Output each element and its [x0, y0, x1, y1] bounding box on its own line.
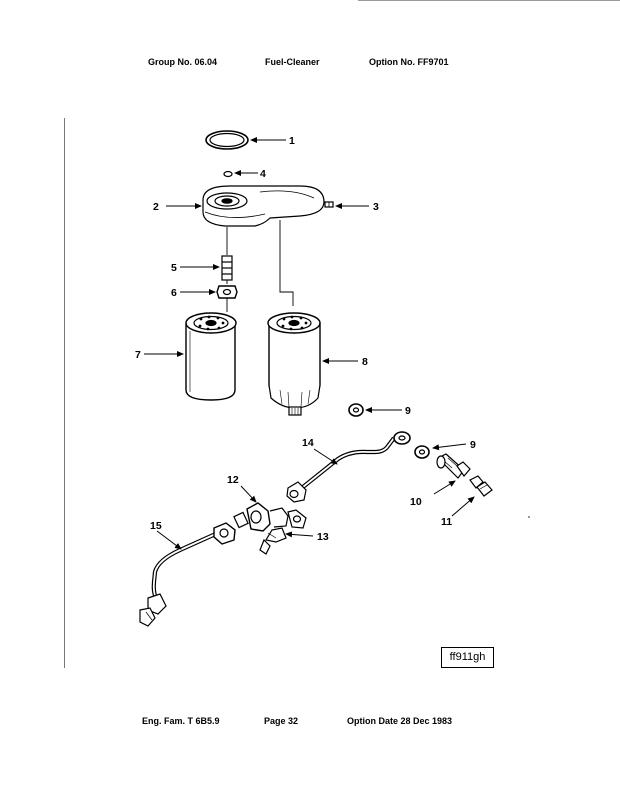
callout-1: 1 [289, 135, 295, 147]
callout-7: 7 [135, 349, 141, 361]
elbow-connector-part [233, 502, 289, 532]
bleed-screw-part [469, 475, 493, 497]
callout-2: 2 [153, 201, 159, 213]
fuel-pipe-part [286, 431, 411, 503]
nut-part [216, 285, 238, 299]
plug-part [324, 201, 334, 208]
callout-labels: 1 2 3 4 5 6 7 8 9 9 10 11 12 13 14 15 [135, 135, 476, 543]
scan-speck [528, 516, 530, 518]
margin-rule [64, 118, 65, 668]
callout-10: 10 [410, 496, 422, 508]
callout-8: 8 [362, 356, 368, 368]
callout-3: 3 [373, 201, 379, 213]
section-title: Fuel-Cleaner [265, 57, 320, 67]
nipple-part [221, 255, 233, 281]
top-rule [358, 0, 620, 1]
engine-family: Eng. Fam. T 6B5.9 [142, 716, 220, 726]
callout-leaders [144, 137, 475, 550]
fuel-line-part [139, 522, 236, 627]
option-date: Option Date 28 Dec 1983 [347, 716, 453, 726]
callout-9-lower: 9 [470, 439, 476, 451]
fitting-part [436, 453, 471, 479]
callout-13: 13 [317, 531, 329, 543]
callout-6: 6 [171, 287, 177, 299]
page-number: Page 32 [264, 716, 299, 726]
group-number: Group No. 06.04 [148, 57, 218, 67]
callout-9-upper: 9 [405, 405, 411, 417]
filter-head-part [202, 185, 325, 227]
filter-element-part [185, 312, 237, 401]
callout-11: 11 [441, 516, 452, 528]
figure-reference-box: ff911gh [441, 647, 494, 668]
o-ring-part [205, 130, 249, 150]
washer-part [348, 403, 364, 417]
option-number: Option No. FF9701 [369, 57, 449, 67]
callout-12: 12 [227, 474, 239, 486]
washer-part [414, 445, 430, 459]
callout-5: 5 [171, 262, 177, 274]
adapter-fitting-part [259, 509, 307, 555]
callout-15: 15 [150, 520, 162, 532]
callout-4: 4 [260, 168, 266, 180]
filter-with-bowl-part [267, 312, 321, 416]
callout-14: 14 [302, 437, 314, 449]
small-seal-part [223, 170, 233, 178]
